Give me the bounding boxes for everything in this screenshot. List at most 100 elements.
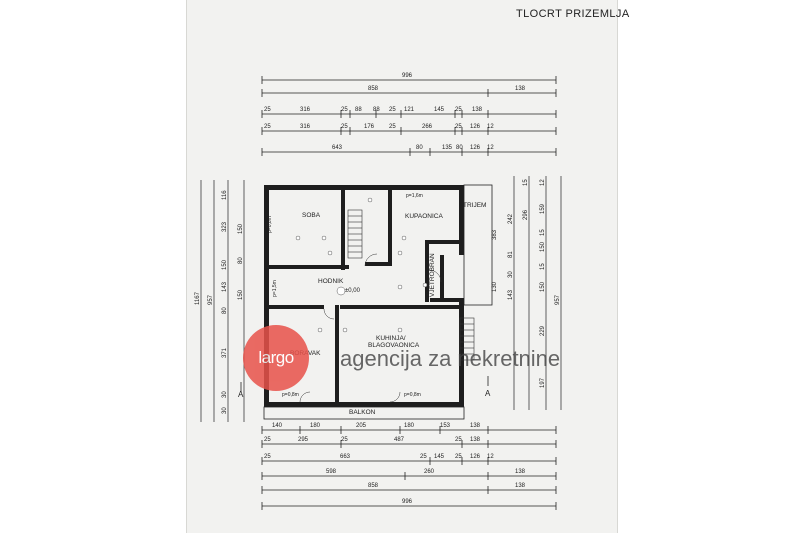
dim-top-4: 25 (341, 124, 348, 130)
dim-bottom-3: 25 (455, 454, 462, 460)
dim-top-3: 88 (355, 107, 362, 113)
dim-top-3: 88 (373, 107, 380, 113)
dim-bottom-3: 145 (434, 454, 445, 460)
dim-top-5: 80 (456, 145, 463, 151)
dim-bottom-5: 858 (368, 483, 379, 489)
dim-top-5: 126 (470, 145, 481, 151)
dim-left-inner: 371 (222, 347, 228, 358)
room-hodnik: HODNIK (318, 278, 344, 285)
dim-bottom-1: 180 (310, 423, 321, 429)
section-mark-left: A (238, 390, 244, 399)
dim-left-inner: 30 (222, 407, 228, 414)
dim-bottom-4: 598 (326, 469, 337, 475)
dim-bottom-2: 138 (470, 437, 481, 443)
dim-top-3: 138 (472, 107, 483, 113)
dim-left-near: 80 (238, 257, 244, 264)
dim-top-3: 316 (300, 107, 311, 113)
dim-bottom-1: 205 (356, 423, 367, 429)
balcony-outline (263, 406, 465, 420)
dim-right-inner: 150 (540, 281, 546, 292)
dim-top-5: 135 (442, 145, 453, 151)
wall-east-lower (459, 300, 464, 407)
room-balkon: BALKON (349, 409, 376, 416)
wall-north (264, 185, 464, 190)
dim-bottom-6: 996 (402, 499, 413, 505)
room-kuhinja-line2: BLAGOVAONICA (368, 342, 420, 349)
dim-top-3: 145 (434, 107, 445, 113)
dim-right-near: 130 (492, 281, 498, 292)
dim-top-4: 176 (364, 124, 375, 130)
dim-right-inner: 197 (540, 377, 546, 388)
room-soba: SOBA (302, 212, 321, 219)
dim-bottom-2: 25 (264, 437, 271, 443)
dim-right-inner: 15 (540, 229, 546, 236)
dim-left-outer: 1167 (195, 291, 201, 305)
dim-left-inner: 150 (222, 259, 228, 270)
dim-top-4: 266 (422, 124, 433, 130)
dim-bottom-3: 126 (470, 454, 481, 460)
dim-left-inner: 116 (222, 190, 228, 200)
window-note-hodnik: p=1,5m (272, 280, 278, 297)
dim-right-inner: 159 (540, 203, 546, 214)
dim-right-inner: 12 (540, 179, 546, 186)
dim-top-3: 25 (455, 107, 462, 113)
room-kuhinja-line1: KUHINJA/ (376, 335, 406, 342)
dim-right-near: 81 (508, 251, 514, 258)
floor-level: ±0,00 (345, 288, 361, 294)
dim-top-3: 25 (341, 107, 348, 113)
dim-left-inner: 80 (222, 307, 228, 314)
dim-top-2-1: 138 (515, 86, 526, 92)
room-kupaonica: KUPAONICA (405, 213, 443, 220)
window-note-kupaonica: p=1,6m (406, 193, 423, 199)
dim-top-5: 80 (416, 145, 423, 151)
dim-top-2-0: 858 (368, 86, 379, 92)
room-trijem: TRIJEM (463, 202, 486, 209)
dim-top-3: 25 (389, 107, 396, 113)
dim-left-mid: 957 (208, 294, 214, 305)
wall-west (264, 185, 269, 407)
window-note-boravak: p=0,8m (282, 392, 299, 398)
dim-bottom-3: 663 (340, 454, 351, 460)
agency-watermark-text: agencija za nekretnine (340, 346, 561, 371)
dim-bottom-4: 138 (515, 469, 526, 475)
dim-top-3: 25 (264, 107, 271, 113)
wall-south (264, 402, 464, 407)
dim-bottom-4: 260 (424, 469, 435, 475)
dim-top-4: 25 (264, 124, 271, 130)
dim-bottom-2: 25 (341, 437, 348, 443)
dim-left-inner: 323 (222, 221, 228, 232)
dim-right-outer: 957 (555, 294, 561, 305)
dim-left-inner: 30 (222, 391, 228, 398)
dim-bottom-3: 12 (487, 454, 494, 460)
dim-right-near: 143 (508, 289, 514, 300)
dim-bottom-2: 25 (455, 437, 462, 443)
dim-left-inner: 143 (222, 281, 228, 292)
dim-right-near: 15 (523, 179, 529, 186)
dim-right-inner: 229 (540, 325, 546, 336)
dim-top-4: 316 (300, 124, 311, 130)
dim-left-near: 150 (238, 223, 244, 234)
dim-bottom-3: 25 (264, 454, 271, 460)
dim-top-3: 121 (404, 107, 415, 113)
agency-logo-text: largo (258, 348, 294, 367)
dim-bottom-1: 180 (404, 423, 415, 429)
dim-right-near: 383 (492, 229, 498, 240)
window-note-soba: p=0,8m (267, 216, 273, 233)
dim-top-4: 25 (389, 124, 396, 130)
dim-bottom-1: 140 (272, 423, 283, 429)
dim-bottom-5: 138 (515, 483, 526, 489)
dim-right-near: 30 (508, 271, 514, 278)
dim-right-near: 296 (523, 209, 529, 220)
dim-top-4: 25 (455, 124, 462, 130)
dim-top-4: 126 (470, 124, 481, 130)
dim-right-inner: 150 (540, 241, 546, 252)
dim-right-inner: 15 (540, 263, 546, 270)
dim-bottom-2: 487 (394, 437, 405, 443)
dim-top-5: 643 (332, 145, 343, 151)
dim-right-near: 242 (508, 213, 514, 224)
dim-top-5: 12 (487, 145, 494, 151)
agency-logo: largo (243, 325, 309, 391)
